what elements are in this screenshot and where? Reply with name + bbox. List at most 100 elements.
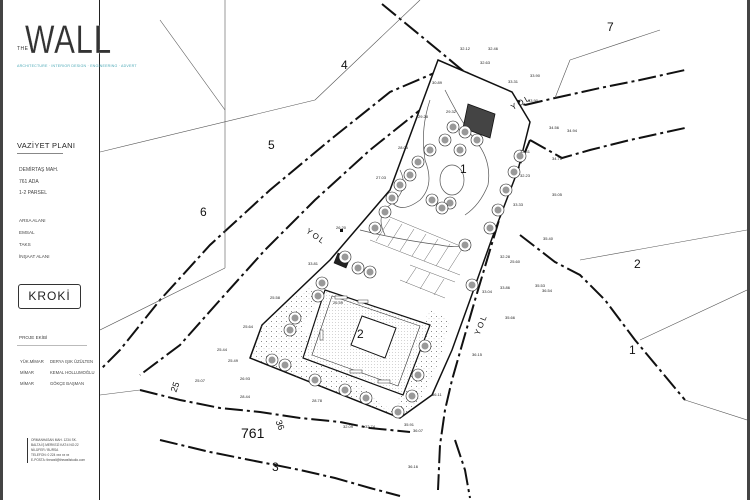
pond	[439, 164, 465, 196]
bench	[377, 379, 391, 384]
tree-symbol	[308, 373, 322, 387]
tree-symbol	[393, 178, 407, 192]
tree-symbol	[411, 368, 425, 382]
elevation-label: 25.49	[228, 358, 239, 363]
tree-symbol	[368, 221, 382, 235]
parcel-line	[100, 389, 141, 396]
kroki-button[interactable]: KROKİ	[18, 284, 81, 309]
parcel-line	[314, 0, 421, 101]
parcel-number: 6	[200, 205, 207, 219]
parcel-line	[639, 289, 747, 341]
elevation-label: 28.44	[240, 394, 251, 399]
contact-line: TELEFON: 0 224 xxx xx xx	[31, 453, 70, 457]
elevation-label: 29.32	[446, 109, 457, 114]
contact-line: BALTA İŞ MERKEZİ KAT:4 NO:22	[31, 443, 79, 447]
area-item: EMSAL	[19, 230, 35, 235]
elevation-label: 26.59	[333, 300, 344, 305]
elevation-label: 35.66	[505, 315, 516, 320]
tree-symbol	[403, 168, 417, 182]
elevation-label: 32.41	[520, 149, 531, 154]
area-item: İNŞAAT ALANI	[19, 254, 50, 259]
tree-symbol	[470, 133, 484, 147]
parking-stalls	[369, 214, 471, 299]
parcel-number: 5	[268, 138, 275, 152]
elevation-label: 33.81	[308, 261, 319, 266]
parcel-line	[554, 59, 571, 99]
tree-symbol	[499, 183, 513, 197]
elevation-label: 36.16	[408, 464, 419, 469]
elevation-label: 25.44	[217, 347, 228, 352]
sidebar: THE WALL ARCHITECTURE · INTERIOR DESIGN …	[3, 0, 137, 500]
team-name: KEMAL HOLLUMOĞLU	[50, 370, 95, 375]
elevation-label: 35.40	[543, 236, 554, 241]
tree-symbol	[418, 339, 432, 353]
elevation-label: 33.90	[528, 98, 539, 103]
contact-block: ORMANHASAN MAH. 1234 SK. BALTA İŞ MERKEZ…	[27, 438, 85, 463]
tree-symbol	[425, 193, 439, 207]
elevation-label: 32.74	[365, 424, 376, 429]
trees	[265, 120, 527, 419]
tree-symbol	[311, 289, 325, 303]
garden-path	[444, 89, 490, 216]
elevation-label: 34.94	[567, 128, 578, 133]
tree-symbol	[465, 278, 479, 292]
bench	[357, 299, 369, 304]
elevation-label: 36.07	[413, 428, 424, 433]
area-item: ARSA ALANI	[19, 218, 46, 223]
elevation-label: 36.11	[432, 392, 442, 397]
tree-symbol	[288, 311, 302, 325]
area-item: TAKS	[19, 242, 31, 247]
parcel-line	[684, 399, 747, 421]
elevation-label: 28.78	[312, 398, 323, 403]
section-title: VAZİYET PLANI	[17, 141, 76, 150]
elevation-label: 35.05	[552, 192, 563, 197]
elevation-label: 33.86	[500, 285, 511, 290]
tree-symbol	[438, 133, 452, 147]
tree-symbol	[278, 358, 292, 372]
brand-logo: THE WALL ARCHITECTURE · INTERIOR DESIGN …	[17, 20, 137, 70]
elevation-label: 34.76	[552, 156, 563, 161]
elevation-label: 34.56	[549, 125, 560, 130]
parcel-number: 4	[341, 58, 348, 72]
parcel-number: 1	[629, 343, 636, 357]
parcel-line	[159, 19, 226, 111]
elevation-label: 25.60	[510, 259, 521, 264]
tree-symbol	[351, 261, 365, 275]
elevation-label: 32.23	[520, 173, 531, 178]
elevation-label: 32.28	[500, 254, 511, 259]
logo-wall-text: WALL	[25, 18, 112, 62]
parcel-line	[579, 229, 747, 261]
elevation-label: 26.93	[240, 376, 251, 381]
elevation-label: 25.64	[243, 324, 254, 329]
building-inner-edge	[311, 295, 421, 387]
parcel-line	[100, 99, 316, 153]
tree-symbol	[363, 265, 377, 279]
parcel-number: 3	[272, 460, 279, 474]
elevation-label: 36.54	[542, 288, 553, 293]
elevation-label: 32.12	[460, 46, 471, 51]
tree-symbol	[458, 238, 472, 252]
tree-symbol	[405, 389, 419, 403]
road-edge	[519, 234, 686, 401]
bench	[334, 295, 348, 300]
tree-symbol	[446, 120, 460, 134]
elevation-label: 29.28	[418, 114, 429, 119]
road-edge	[454, 439, 471, 499]
elevation-label: 25.58	[270, 295, 281, 300]
block-number: 761	[241, 425, 265, 441]
parcel-number: 2	[357, 327, 364, 341]
tree-symbol	[458, 125, 472, 139]
team-role: MİMAR	[20, 370, 34, 375]
section-divider	[17, 153, 63, 154]
elevation-label: 26.20	[336, 225, 347, 230]
tree-symbol	[338, 250, 352, 264]
parcel-line	[100, 267, 226, 331]
road-edge	[529, 127, 686, 160]
tree-symbol	[483, 221, 497, 235]
elevation-label: 25.07	[195, 378, 206, 383]
logo-the-text: THE	[17, 46, 29, 52]
tree-symbol	[491, 203, 505, 217]
contact-line: ORMANHASAN MAH. 1234 SK.	[31, 438, 77, 442]
team-name: GÖKÇE BAŞMAN	[50, 381, 84, 386]
